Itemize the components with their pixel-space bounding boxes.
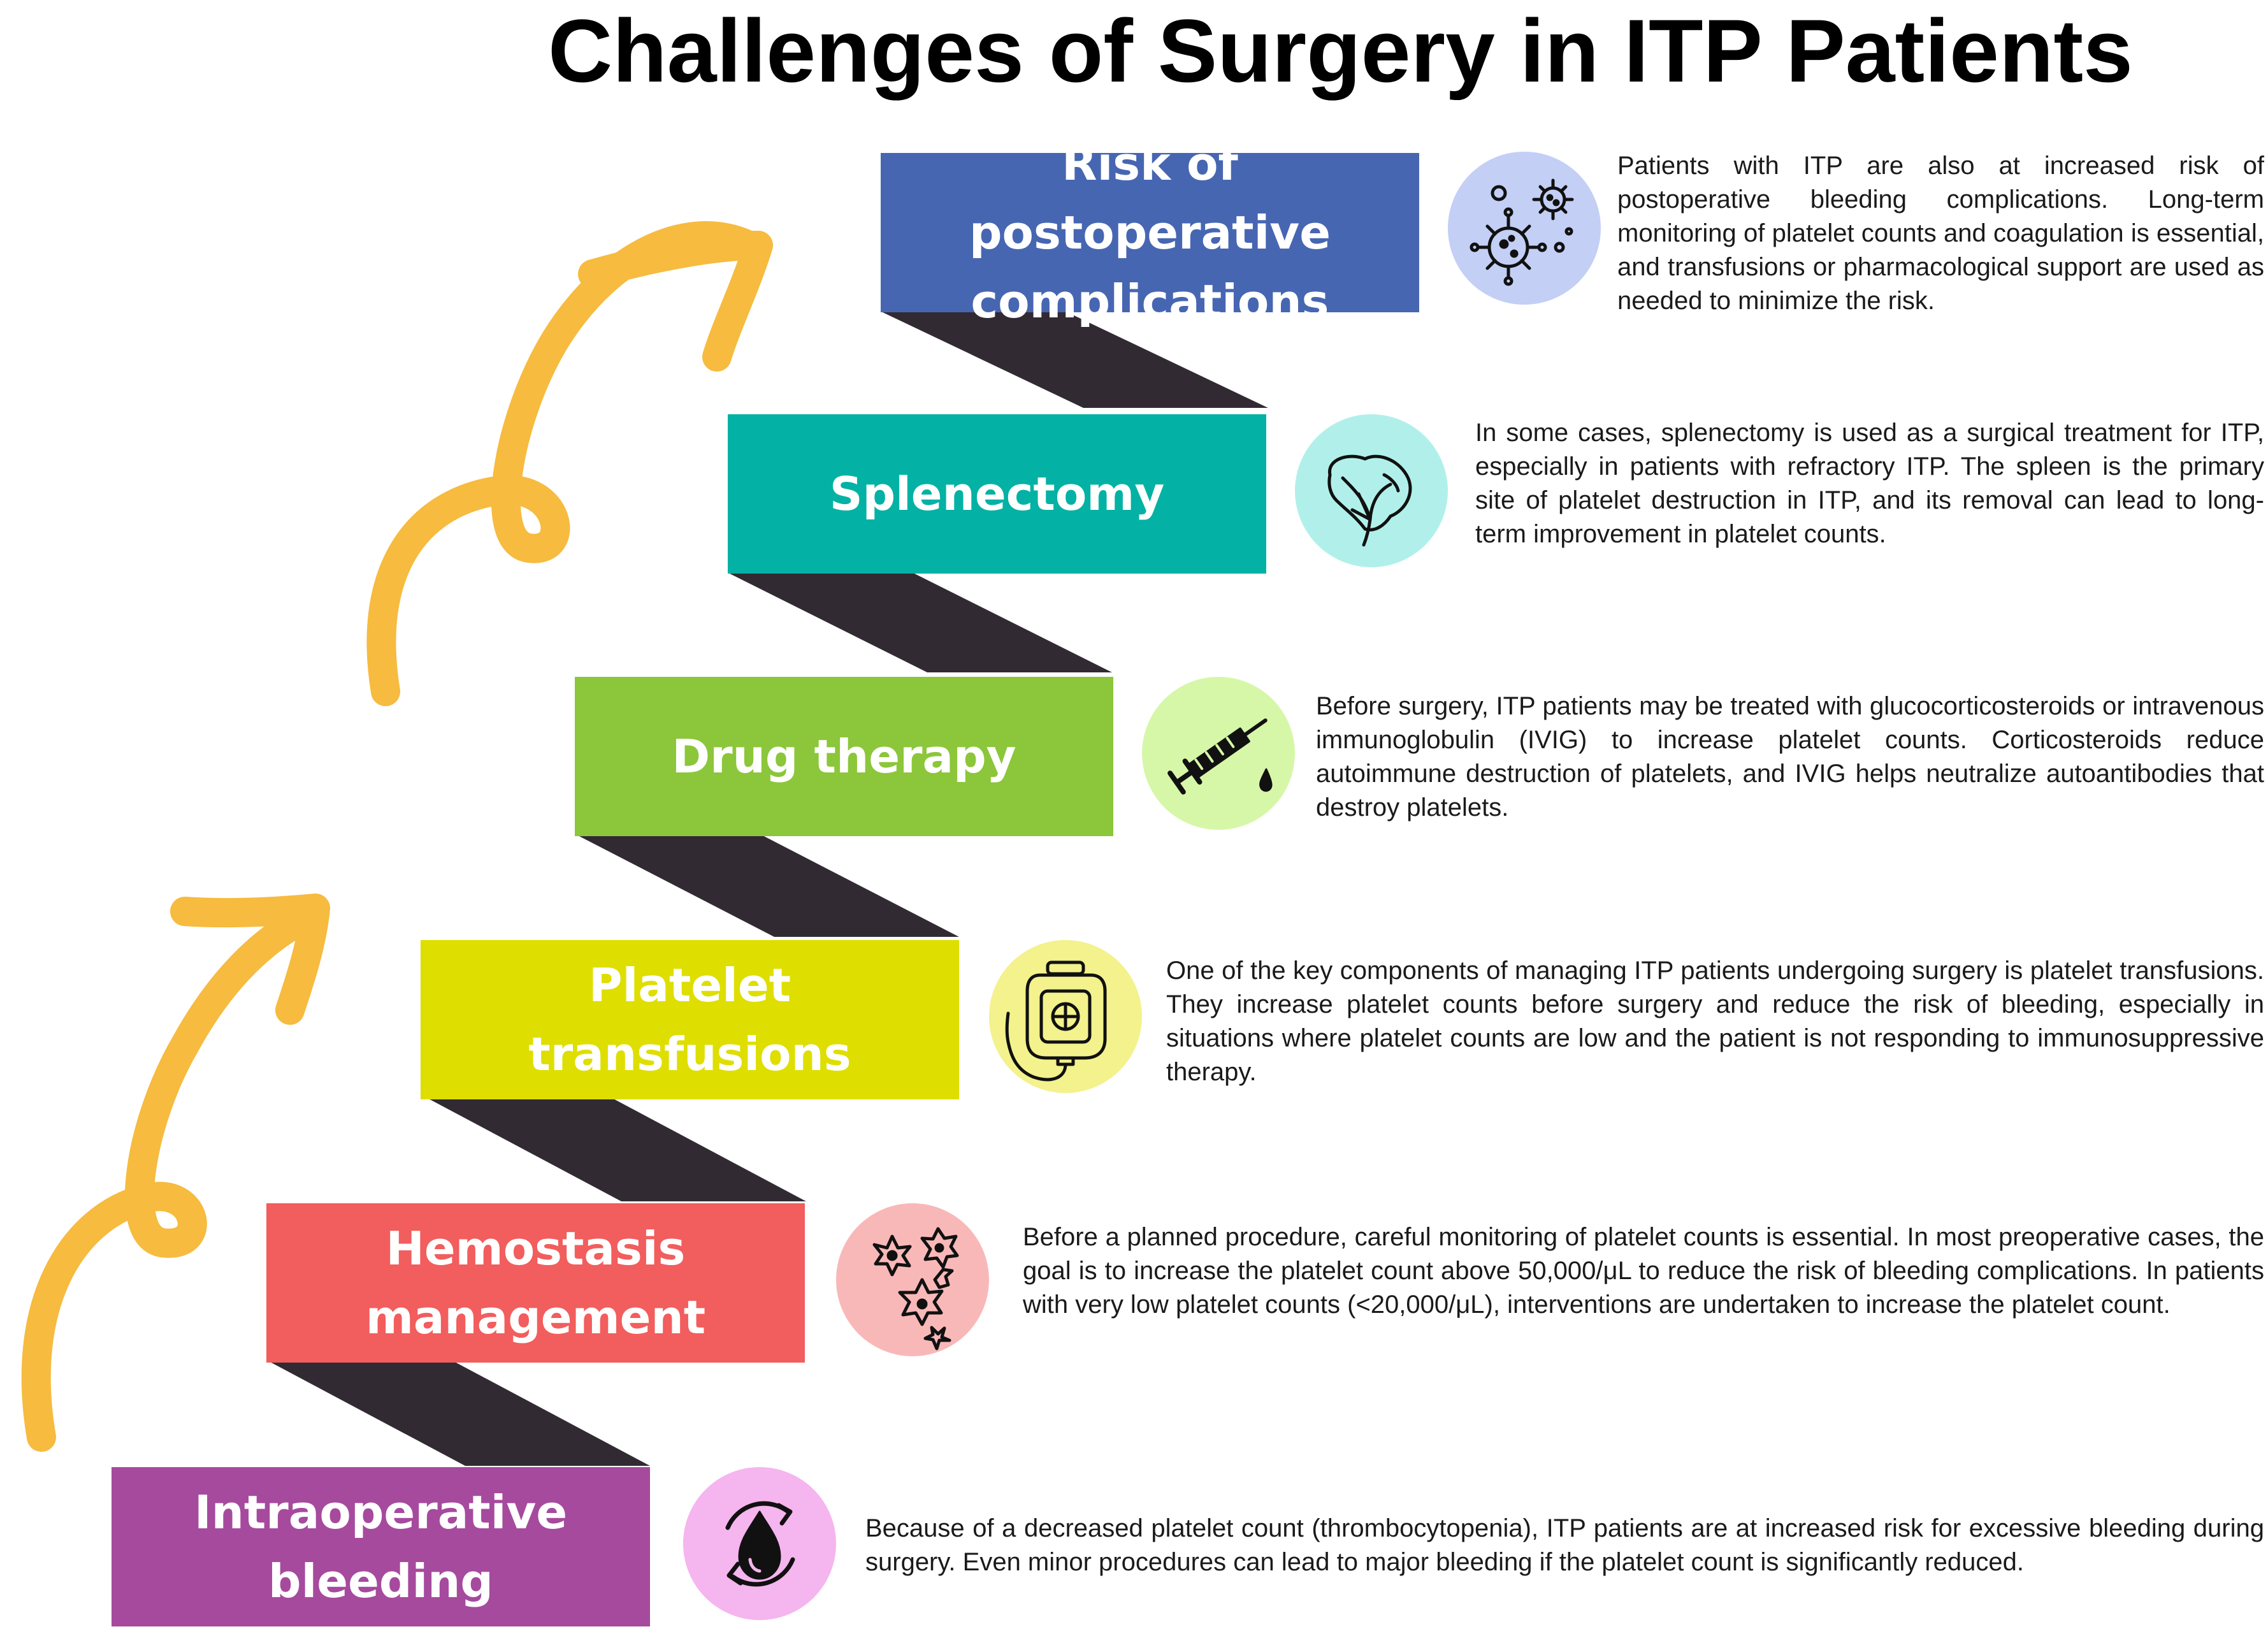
arrow-lower-head — [170, 894, 330, 1025]
step-risk-of-postoperative-complications: Risk of postoperative complications — [881, 137, 1419, 328]
step-platelet-transfusions: Platelet transfusions — [421, 940, 959, 1099]
step-splenectomy: Splenectomy — [728, 414, 1266, 574]
stair-riser — [268, 1361, 650, 1466]
stair-riser — [424, 1096, 806, 1201]
platelets-icon — [836, 1203, 989, 1356]
description-drug-therapy: Before surgery, ITP patients may be trea… — [1316, 692, 2264, 822]
blood-bag-icon — [989, 940, 1142, 1093]
step-hemostasis-management: Hemostasis management — [266, 1203, 805, 1363]
description-splenectomy: In some cases, splenectomy is used as a … — [1475, 419, 2264, 548]
stair-risers — [268, 312, 1268, 1466]
stair-riser — [883, 312, 1268, 408]
curly-arrows — [21, 221, 773, 1452]
spleen-icon — [1295, 414, 1448, 567]
page-title: Challenges of Surgery in ITP Patients — [548, 1, 2133, 101]
step-intraoperative-bleeding: Intraoperative bleeding — [112, 1467, 650, 1626]
stair-riser — [577, 835, 959, 937]
arrow-upper-head — [578, 231, 773, 372]
step-drug-therapy: Drug therapy — [575, 677, 1113, 836]
description-risk-of-postoperative-complications: Patients with ITP are also at increased … — [1617, 152, 2264, 315]
arrow-lower — [21, 903, 321, 1452]
stair-riser — [730, 574, 1112, 672]
description-platelet-transfusions: One of the key components of managing IT… — [1166, 957, 2264, 1086]
virus-cells-icon — [1448, 152, 1601, 305]
description-intraoperative-bleeding: Because of a decreased platelet count (t… — [865, 1514, 2264, 1576]
description-hemostasis-management: Before a planned procedure, careful moni… — [1023, 1223, 2264, 1319]
syringe-icon — [1142, 677, 1295, 830]
blood-drop-cycle-icon — [683, 1467, 836, 1620]
arrow-upper — [366, 221, 763, 706]
